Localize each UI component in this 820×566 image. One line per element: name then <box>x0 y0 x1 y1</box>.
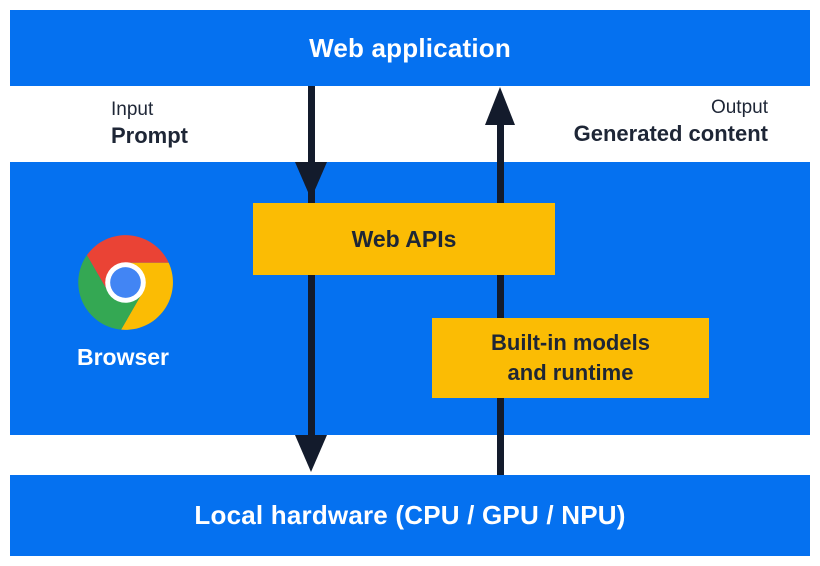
web-application-bar: Web application <box>10 10 810 86</box>
input-label-block: Input Prompt <box>111 97 188 150</box>
chrome-logo-icon <box>78 235 173 330</box>
input-value: Prompt <box>111 123 188 148</box>
web-application-title: Web application <box>309 32 511 63</box>
output-value: Generated content <box>573 121 768 146</box>
builtin-models-box: Built-in models and runtime <box>432 318 709 398</box>
output-flow-arrow-line <box>497 120 504 475</box>
builtin-models-line2: and runtime <box>507 360 634 385</box>
browser-label: Browser <box>76 344 170 370</box>
output-label-block: Output Generated content <box>574 95 768 148</box>
local-hardware-title: Local hardware (CPU / GPU / NPU) <box>194 500 626 530</box>
arrow-head-down-icon <box>295 162 327 199</box>
arrow-head-up-icon <box>485 87 515 125</box>
web-apis-box: Web APIs <box>253 203 555 275</box>
web-apis-label: Web APIs <box>351 225 457 252</box>
arrow-head-down-icon <box>295 435 327 472</box>
builtin-models-line1: Built-in models <box>491 330 650 355</box>
local-hardware-bar: Local hardware (CPU / GPU / NPU) <box>10 475 810 556</box>
output-label: Output <box>710 97 768 118</box>
input-label: Input <box>111 99 154 120</box>
